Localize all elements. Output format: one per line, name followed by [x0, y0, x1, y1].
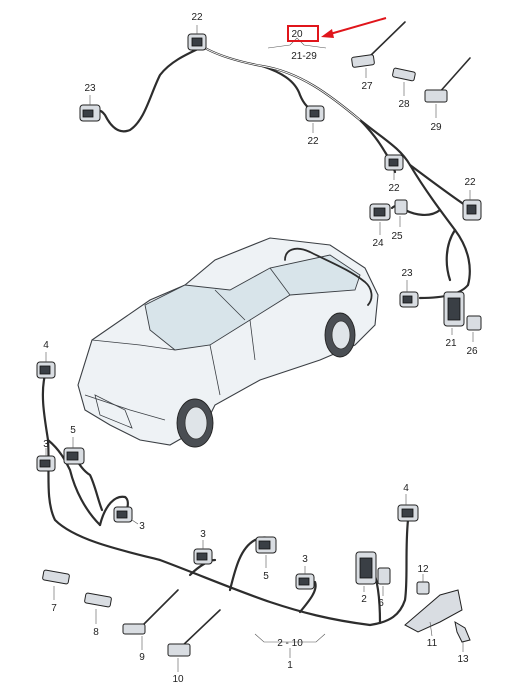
callout-2-10: 2 - 10: [277, 638, 303, 649]
callout-28: 28: [398, 99, 410, 110]
bolt-13: [454, 620, 471, 643]
highlight-arrowhead: [321, 29, 334, 38]
callout-22-b: 22: [307, 136, 319, 147]
callout-21-29: 21-29: [291, 51, 317, 62]
front-connectors: [36, 361, 419, 590]
callout-29: 29: [430, 122, 442, 133]
part-29: [424, 89, 448, 103]
callout-6: 6: [378, 598, 384, 609]
leader-lines: [45, 25, 474, 672]
callout-3-b: 3: [139, 521, 145, 532]
callout-23-b: 23: [401, 268, 413, 279]
connector-25: [394, 199, 408, 215]
callout-21: 21: [445, 338, 457, 349]
bracket-11: [404, 589, 463, 633]
callout-22-c: 22: [388, 183, 400, 194]
callout-5-b: 5: [263, 571, 269, 582]
callout-4-a: 4: [43, 340, 49, 351]
callout-25: 25: [391, 231, 403, 242]
callout-8: 8: [93, 627, 99, 638]
part-10: [167, 643, 191, 657]
callout-22-a: 22: [191, 12, 203, 23]
callout-23-a: 23: [84, 83, 96, 94]
clip-26: [466, 315, 482, 331]
part-8: [84, 592, 112, 608]
part-9: [122, 623, 146, 635]
callout-3-d: 3: [302, 554, 308, 565]
callout-labels: 20 21-29 22 23 22 22 22 24 25 23 21 26 2…: [43, 12, 478, 685]
clip-6: [377, 567, 391, 585]
callout-24: 24: [372, 238, 384, 249]
callout-20: 20: [291, 29, 303, 40]
part-28: [392, 67, 416, 82]
callout-2: 2: [361, 594, 367, 605]
callout-26: 26: [466, 346, 478, 357]
rear-parts-27-29: [351, 21, 471, 103]
rear-connectors: [79, 33, 482, 331]
highlight-arrow: [329, 17, 387, 35]
callout-13: 13: [457, 654, 469, 665]
callout-11: 11: [427, 638, 438, 649]
part-12: [416, 581, 430, 595]
callout-3-a: 3: [43, 439, 49, 450]
highlight-box-20: [287, 25, 319, 42]
callout-9: 9: [139, 652, 145, 663]
callout-3-c: 3: [200, 529, 206, 540]
part-7: [42, 569, 70, 585]
callout-7: 7: [51, 603, 57, 614]
car-illustration: [77, 237, 379, 448]
callout-27: 27: [361, 81, 373, 92]
callout-5-a: 5: [70, 425, 76, 436]
highlight-annotation: [287, 17, 387, 42]
callout-1: 1: [287, 660, 293, 671]
callout-10: 10: [172, 674, 184, 685]
callout-4-b: 4: [403, 483, 409, 494]
callout-12: 12: [417, 564, 429, 575]
callout-22-d: 22: [464, 177, 476, 188]
